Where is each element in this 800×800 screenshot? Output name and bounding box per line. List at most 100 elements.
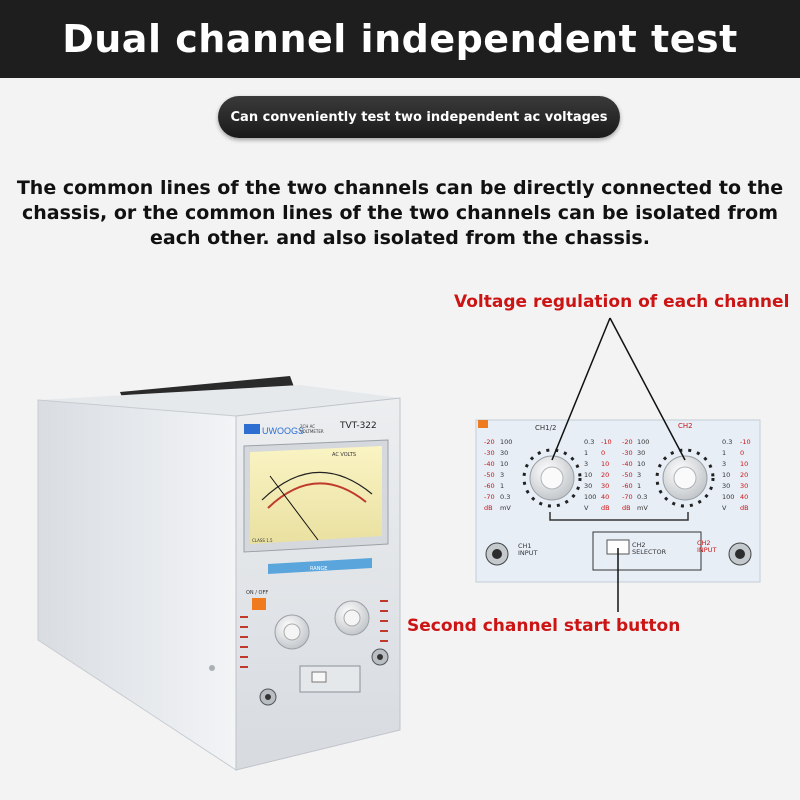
ch2-selector-button[interactable] bbox=[311, 671, 327, 683]
scale-tick-label: -10 bbox=[740, 438, 751, 446]
scale-tick-label: 10 bbox=[637, 460, 645, 468]
scale-tick-label: -60 bbox=[484, 482, 495, 490]
scale-tick-label: -40 bbox=[622, 460, 633, 468]
model-number: TVT-322 bbox=[339, 421, 377, 431]
ch1-label: CH1/2 bbox=[535, 424, 556, 432]
scale-tick-label: dB bbox=[740, 504, 749, 512]
scale-tick-label: -30 bbox=[622, 449, 633, 457]
analog-meter-face bbox=[250, 446, 382, 544]
ch2-range-knob[interactable] bbox=[334, 600, 370, 636]
ch2-selector-housing bbox=[299, 665, 361, 693]
scale-tick-label: V bbox=[722, 504, 727, 512]
screw-icon bbox=[209, 665, 215, 671]
scale-tick-label: 1 bbox=[584, 449, 588, 457]
scale-tick-label: mV bbox=[637, 504, 648, 512]
scale-tick-label: 0.3 bbox=[584, 438, 594, 446]
scale-tick-label: 20 bbox=[601, 471, 609, 479]
scale-tick-label: -10 bbox=[601, 438, 612, 446]
scale-tick-label: 100 bbox=[500, 438, 512, 446]
scale-tick-label: 30 bbox=[601, 482, 609, 490]
scale-tick-label: -50 bbox=[484, 471, 495, 479]
scale-tick-label: mV bbox=[500, 504, 511, 512]
scale-tick-label: -50 bbox=[622, 471, 633, 479]
scale-tick-label: 10 bbox=[584, 471, 592, 479]
subtitle-text: Can conveniently test two independent ac… bbox=[230, 109, 608, 125]
scale-tick-label: 3 bbox=[637, 471, 641, 479]
scale-tick-label: 1 bbox=[637, 482, 641, 490]
scale-tick-label: 30 bbox=[722, 482, 730, 490]
scale-tick-label: 10 bbox=[601, 460, 609, 468]
range-bar bbox=[268, 558, 372, 574]
description-line-3: each other. and also isolated from the c… bbox=[150, 227, 650, 249]
callout-voltage-regulation: Voltage regulation of each channel bbox=[454, 292, 790, 312]
scale-tick-label: -70 bbox=[484, 493, 495, 501]
meter-needle bbox=[269, 475, 319, 541]
closeup-ch1-input-connector[interactable] bbox=[485, 542, 509, 566]
ch2-bnc-connector[interactable] bbox=[371, 648, 389, 666]
db-scale-mid-1: -10 0 10 20 30 40 dB bbox=[601, 438, 612, 512]
closeup-ch2-input-connector[interactable] bbox=[728, 542, 752, 566]
scale-tick-label: 0 bbox=[601, 449, 605, 457]
scale-tick-label: 100 bbox=[584, 493, 596, 501]
scale-tick-label: 0.3 bbox=[500, 493, 510, 501]
scale-tick-label: 10 bbox=[500, 460, 508, 468]
meter-label: AC VOLTS bbox=[332, 452, 356, 458]
scale-tick-label: 100 bbox=[637, 438, 649, 446]
ch1-voltage-knob[interactable] bbox=[522, 448, 582, 508]
callout-lines bbox=[551, 317, 686, 612]
mv-scale-left: 100 30 10 3 1 0.3 mV bbox=[500, 438, 512, 512]
subtitle-pill: Can conveniently test two independent ac… bbox=[218, 96, 620, 138]
ch1-range-knob[interactable] bbox=[274, 614, 310, 650]
scale-tick-label: 1 bbox=[500, 482, 504, 490]
description-line-2: chassis, or the common lines of the two … bbox=[21, 202, 779, 224]
scale-tick-label: 0.3 bbox=[637, 493, 647, 501]
scale-tick-label: 10 bbox=[722, 471, 730, 479]
power-label: ON / OFF bbox=[246, 590, 268, 596]
power-button[interactable] bbox=[252, 598, 266, 610]
ch1-bnc-connector[interactable] bbox=[259, 688, 277, 706]
scale-tick-label: -70 bbox=[622, 493, 633, 501]
scale-tick-label: -20 bbox=[622, 438, 633, 446]
scale-tick-label: 1 bbox=[722, 449, 726, 457]
banner-title: Dual channel independent test bbox=[62, 17, 738, 61]
db-scale-mid-2: -20 -30 -40 -50 -60 -70 dB bbox=[622, 438, 633, 512]
ch2-voltage-knob[interactable] bbox=[655, 448, 715, 508]
scale-tick-label: 40 bbox=[601, 493, 609, 501]
ch2-label: CH2 bbox=[678, 422, 693, 430]
scale-tick-label: 3 bbox=[500, 471, 504, 479]
scale-tick-label: -20 bbox=[484, 438, 495, 446]
scale-tick-label: V bbox=[584, 504, 589, 512]
description-line-1: The common lines of the two channels can… bbox=[16, 177, 784, 199]
scale-tick-label: dB bbox=[622, 504, 631, 512]
scale-tick-label: 0.3 bbox=[722, 438, 732, 446]
class-label: CLASS 1.5 bbox=[252, 538, 273, 543]
scale-tick-label: 3 bbox=[722, 460, 726, 468]
front-scale-marks bbox=[240, 600, 388, 668]
scale-tick-label: 40 bbox=[740, 493, 748, 501]
scale-tick-label: dB bbox=[601, 504, 610, 512]
title-banner: Dual channel independent test bbox=[0, 0, 800, 78]
range-label: RANGE bbox=[310, 566, 327, 572]
scale-tick-label: dB bbox=[484, 504, 493, 512]
scale-tick-label: 30 bbox=[637, 449, 645, 457]
device-subtitle-2: VOLTMETER bbox=[300, 429, 324, 434]
device-subtitle-1: 2CH AC bbox=[300, 424, 315, 429]
scale-tick-label: 30 bbox=[500, 449, 508, 457]
brand-logo-icon bbox=[244, 424, 260, 434]
voltmeter-device: UWOOGS 2CH AC VOLTMETER TVT-322 AC VOLTS… bbox=[37, 376, 401, 771]
scale-tick-label: -60 bbox=[622, 482, 633, 490]
mv-scale-right: 100 30 10 3 1 0.3 mV bbox=[637, 438, 649, 512]
scale-tick-label: 10 bbox=[740, 460, 748, 468]
brand-name: UWOOGS bbox=[262, 426, 304, 436]
scale-tick-label: 100 bbox=[722, 493, 734, 501]
scale-tick-label: 20 bbox=[740, 471, 748, 479]
scale-tick-label: -40 bbox=[484, 460, 495, 468]
